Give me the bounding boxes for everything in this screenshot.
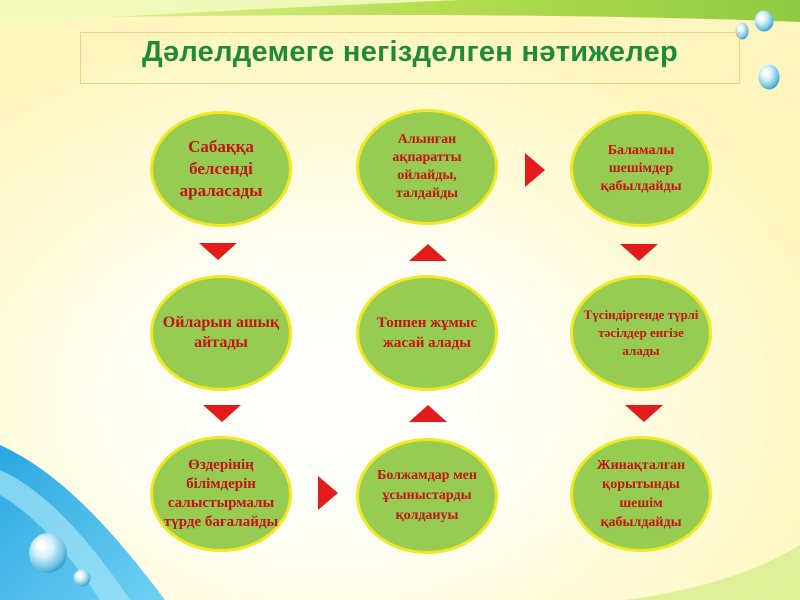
slide-title: Дәлелдемеге негізделген нәтижелер [141,36,679,68]
water-drop-icon [735,22,749,40]
water-drop-icon [758,64,780,90]
node-label: Баламалы шешімдер қабылдайды [600,143,682,194]
node-label: Ойларын ашық айтады [162,314,280,351]
node-final-decision: Жинақталған қорытынды шешім қабылдайды [570,436,712,552]
node-express-opinions: Ойларын ашық айтады [150,275,292,391]
water-drop-icon [29,533,67,573]
node-analyze-information: Алынған ақпаратты ойлайды, талдайды [356,109,498,225]
title-frame [80,32,740,84]
arrow-down-icon [620,244,658,261]
node-group-work: Топпен жұмыс жасай алады [356,275,498,391]
node-label: Болжамдар мен ұсыныстарды қолдануы [377,468,477,523]
arrow-down-icon [625,405,663,422]
arrow-down-icon [203,405,241,422]
water-drop-icon [754,10,774,32]
node-alternative-decisions: Баламалы шешімдер қабылдайды [570,111,712,227]
water-drop-icon [73,569,91,587]
arrow-up-icon [409,405,447,422]
arrow-up-icon [409,244,447,261]
node-use-predictions: Болжамдар мен ұсыныстарды қолдануы [356,438,498,554]
arrow-down-icon [199,243,237,260]
node-label: Алынған ақпаратты ойлайды, талдайды [392,132,462,201]
node-label: Топпен жұмыс жасай алады [376,315,478,351]
arrow-right-icon [525,153,545,187]
node-active-participation: Сабаққа белсенді араласады [150,111,292,227]
node-label: Сабаққа белсенді араласады [179,137,263,200]
node-various-methods: Түсіндіргенде түрлі тәсілдер енгізе алад… [570,275,712,391]
node-label: Түсіндіргенде түрлі тәсілдер енгізе алад… [583,307,699,358]
node-compare-knowledge: Өздерінің білімдерін салыстырмалы түрде … [150,436,292,552]
node-label: Өздерінің білімдерін салыстырмалы түрде … [163,457,279,530]
arrow-right-icon [318,476,338,510]
node-label: Жинақталған қорытынды шешім қабылдайды [596,458,686,530]
